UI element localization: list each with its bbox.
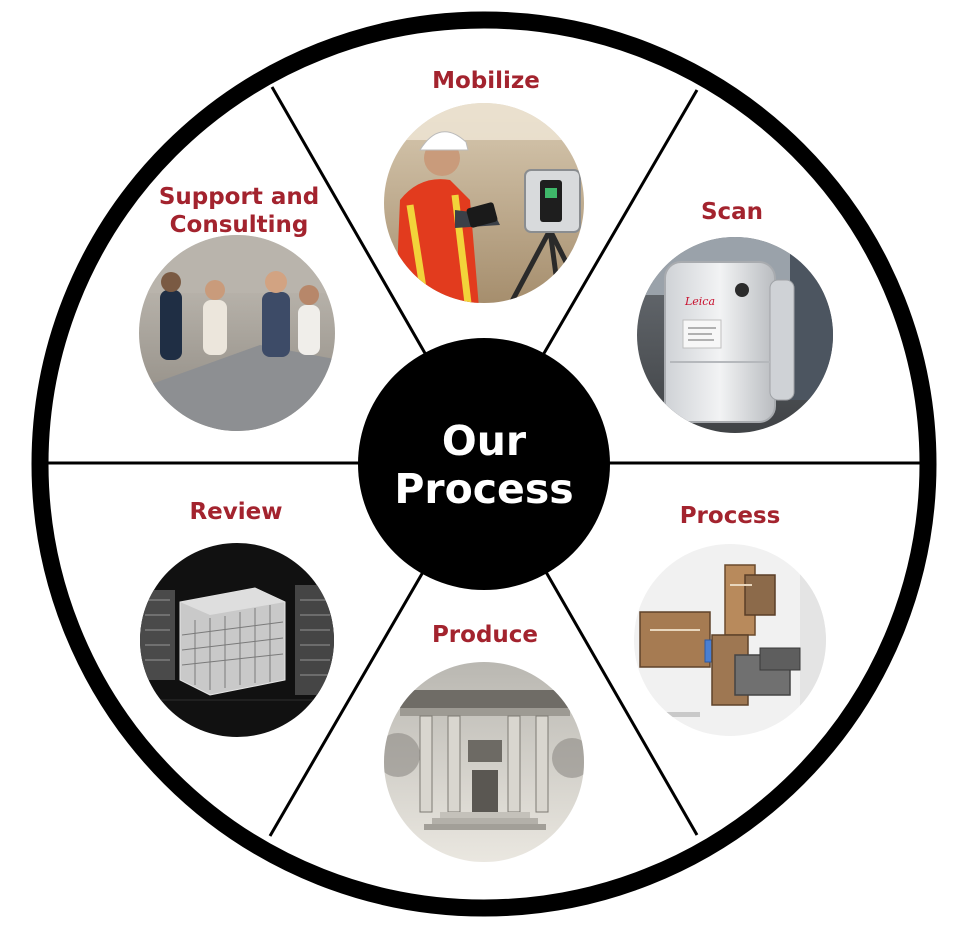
spoke-top-right [541,89,699,356]
spokes [48,86,920,837]
spoke-bottom-left [268,571,425,837]
stage-label-process: Process [680,503,781,529]
center-title-line-1: Our [442,417,527,465]
spoke-bottom-right [544,571,699,836]
stage-label-support-line-2: Consulting [170,212,309,238]
center-hub: Our Process [358,338,610,590]
stage-label-mobilize: Mobilize [432,68,540,94]
stage-review: Review [140,499,334,737]
center-circle [358,338,610,590]
stage-process: Process [634,503,826,736]
stage-label-review: Review [189,499,282,525]
center-title-line-2: Process [394,465,573,513]
scanner-brand-mark: Leica [684,295,715,308]
photo-produce [384,662,584,862]
stage-label-support-line-1: Support and [159,184,319,210]
stage-label-scan: Scan [701,199,763,225]
stage-label-produce: Produce [432,622,538,648]
spoke-top-left [270,86,428,356]
photo-review [140,543,334,737]
photo-process [634,544,826,736]
stage-scan: Scan Leica [637,199,833,433]
stage-produce: Produce [384,622,584,862]
photo-scan: Leica [637,237,833,433]
